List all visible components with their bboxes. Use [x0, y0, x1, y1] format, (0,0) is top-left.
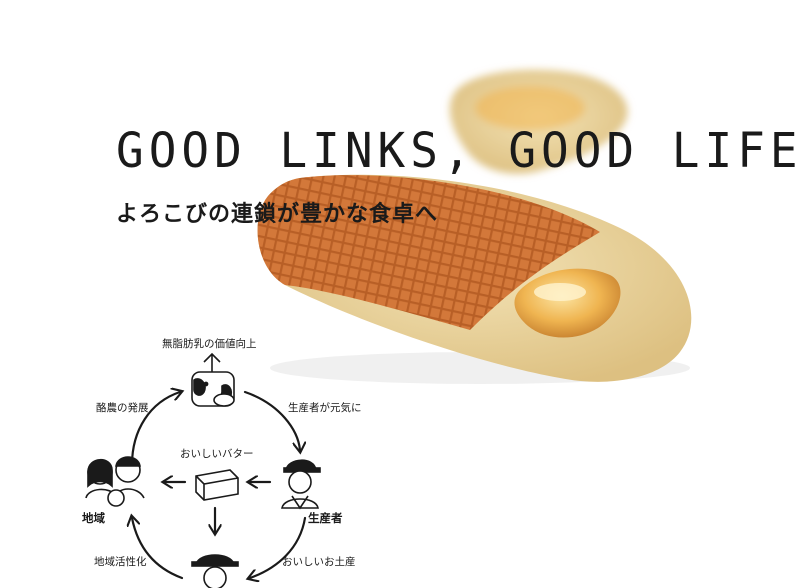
farmer-icon [281, 459, 321, 510]
label-skim-milk-value: 無脂肪乳の価値向上 [162, 338, 257, 350]
background-cracker [449, 69, 628, 174]
value-chain-diagram: 無脂肪乳の価値向上 酪農の発展 生産者が元気に おいしいバター 地域 生産者 地… [0, 320, 420, 588]
family-icon [85, 456, 145, 507]
label-delicious-souvenir: おいしいお土産 [282, 556, 356, 568]
arrow-chef-to-region [132, 518, 184, 580]
label-delicious-butter: おいしいバター [180, 448, 254, 460]
label-region: 地域 [82, 511, 105, 525]
butter-icon [195, 469, 239, 501]
main-cracker [257, 174, 692, 382]
arrow-producer-to-chef [250, 516, 307, 578]
arrow-cow-to-producer [243, 390, 300, 450]
hero-title: GOOD LINKS, GOOD LIFE [116, 122, 803, 179]
hero-subtitle: よろこびの連鎖が豊かな食卓へ [116, 202, 439, 227]
chef-icon [191, 554, 239, 588]
label-producer: 生産者 [308, 511, 343, 525]
arrow-region-to-cow [130, 392, 180, 467]
cow-icon [191, 352, 235, 407]
label-dairy-development: 酪農の発展 [96, 402, 149, 414]
label-producers-energized: 生産者が元気に [288, 402, 362, 414]
waffle-snack-photo [257, 69, 692, 384]
label-regional-revitalization: 地域活性化 [94, 556, 147, 568]
